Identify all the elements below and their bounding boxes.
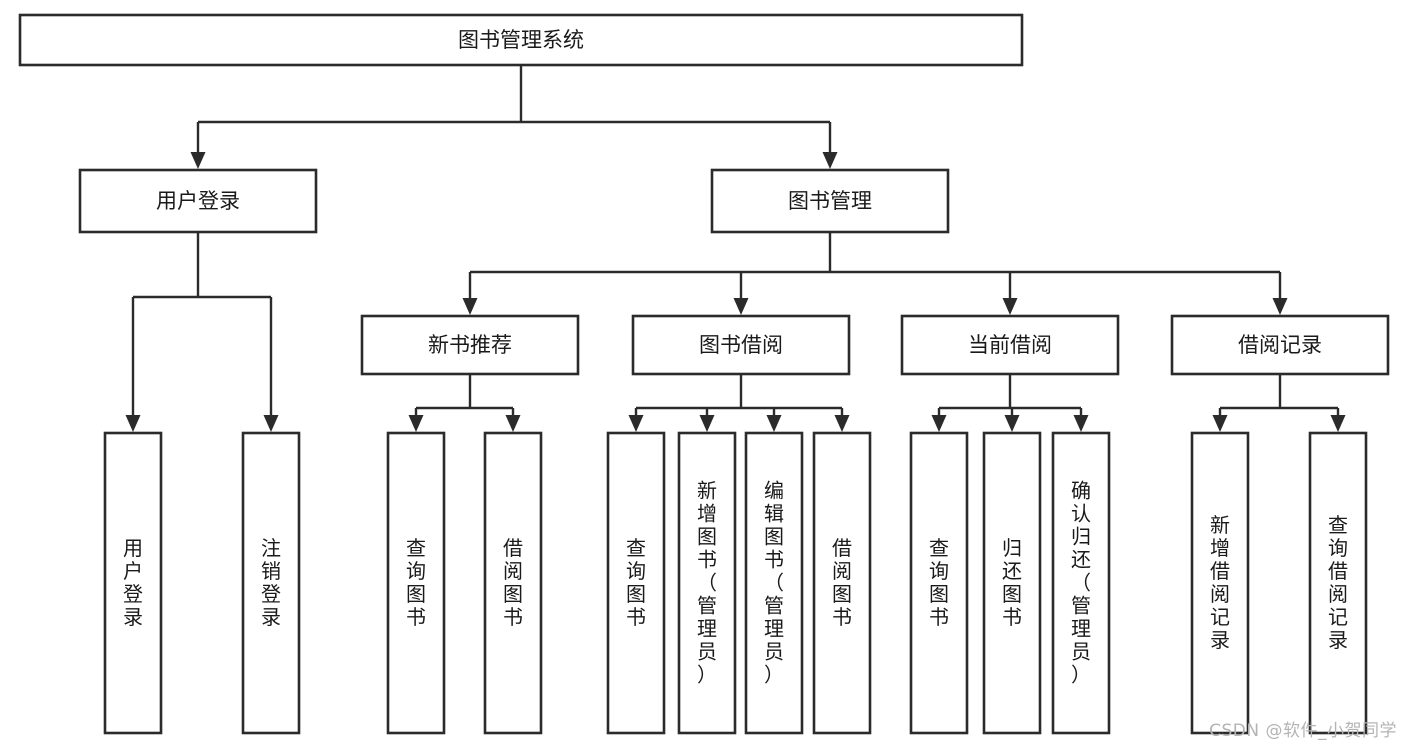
node-rect: [677, 431, 737, 735]
arrow-head-icon: [699, 415, 715, 432]
node-box-leaf-5[interactable]: 新增图书（管理员）: [677, 431, 737, 735]
node-rect: [241, 431, 301, 735]
node-box-leaf-3[interactable]: 借阅图书: [483, 431, 543, 735]
node-label-vertical: 借阅图书: [832, 536, 852, 629]
node-label: 当前借阅: [968, 333, 1052, 357]
node-label: 图书管理系统: [458, 28, 584, 52]
connector-layer: [125, 65, 1346, 432]
node-label: 新书推荐: [428, 333, 512, 357]
node-label-vertical: 查询图书: [406, 536, 426, 629]
arrow-head-icon: [462, 298, 478, 315]
node-rect: [900, 314, 1120, 376]
arrow-head-icon: [628, 415, 644, 432]
node-rect: [483, 431, 543, 735]
node-rect: [78, 168, 318, 234]
node-box-leaf-6[interactable]: 编辑图书（管理员）: [744, 431, 804, 735]
arrow-head-icon: [1212, 415, 1228, 432]
node-rect: [386, 431, 446, 735]
node-box-leaf-11[interactable]: 新增借阅记录: [1190, 431, 1250, 735]
node-rect: [360, 314, 580, 376]
node-label: 图书管理: [788, 189, 872, 213]
node-label-vertical: 确认归还（管理员）: [1071, 478, 1091, 686]
node-rect: [1170, 314, 1390, 376]
node-label: 图书借阅: [699, 333, 783, 357]
node-label: 借阅记录: [1238, 333, 1322, 357]
arrow-head-icon: [1004, 415, 1020, 432]
node-box-leaf-10[interactable]: 确认归还（管理员）: [1051, 431, 1111, 735]
node-box-leaf-8[interactable]: 查询图书: [909, 431, 969, 735]
node-box-l3-2[interactable]: 当前借阅: [900, 314, 1120, 376]
node-label: 用户登录: [156, 189, 240, 213]
arrow-head-icon: [1330, 415, 1346, 432]
arrow-head-icon: [1002, 298, 1018, 315]
node-rect: [631, 314, 851, 376]
node-box-l2-1[interactable]: 图书管理: [710, 168, 950, 234]
arrow-head-icon: [766, 415, 782, 432]
node-rect: [1190, 431, 1250, 735]
node-box-leaf-4[interactable]: 查询图书: [606, 431, 666, 735]
node-box-leaf-7[interactable]: 借阅图书: [812, 431, 872, 735]
arrow-head-icon: [125, 415, 141, 432]
node-rect: [909, 431, 969, 735]
node-rect: [812, 431, 872, 735]
node-box-leaf-1[interactable]: 注销登录: [241, 431, 301, 735]
node-layer: 图书管理系统用户登录图书管理新书推荐图书借阅当前借阅借阅记录用户登录注销登录查询…: [18, 13, 1390, 735]
node-label-vertical: 查询图书: [929, 536, 949, 629]
node-rect: [18, 13, 1024, 67]
node-box-l2-0[interactable]: 用户登录: [78, 168, 318, 234]
node-rect: [1308, 431, 1368, 735]
node-label-vertical: 新增图书（管理员）: [697, 478, 717, 686]
arrow-head-icon: [931, 415, 947, 432]
arrow-head-icon: [1272, 298, 1288, 315]
node-box-leaf-12[interactable]: 查询借阅记录: [1308, 431, 1368, 735]
node-box-l3-1[interactable]: 图书借阅: [631, 314, 851, 376]
arrow-head-icon: [1073, 415, 1089, 432]
arrow-head-icon: [190, 152, 206, 169]
node-label-vertical: 用户登录: [123, 536, 143, 629]
node-box-leaf-2[interactable]: 查询图书: [386, 431, 446, 735]
node-rect: [606, 431, 666, 735]
node-box-root-0[interactable]: 图书管理系统: [18, 13, 1024, 67]
node-box-l3-0[interactable]: 新书推荐: [360, 314, 580, 376]
node-label-vertical: 注销登录: [261, 536, 281, 629]
node-box-leaf-0[interactable]: 用户登录: [103, 431, 163, 735]
node-label-vertical: 借阅图书: [503, 536, 523, 629]
node-label-vertical: 归还图书: [1002, 536, 1022, 629]
arrow-head-icon: [408, 415, 424, 432]
arrow-head-icon: [733, 298, 749, 315]
node-rect: [103, 431, 163, 735]
node-rect: [982, 431, 1042, 735]
node-rect: [1051, 431, 1111, 735]
node-box-leaf-9[interactable]: 归还图书: [982, 431, 1042, 735]
arrow-head-icon: [834, 415, 850, 432]
arrow-head-icon: [505, 415, 521, 432]
node-label-vertical: 查询借阅记录: [1328, 513, 1348, 652]
node-box-l3-3[interactable]: 借阅记录: [1170, 314, 1390, 376]
arrow-head-icon: [263, 415, 279, 432]
node-label-vertical: 编辑图书（管理员）: [764, 478, 784, 686]
node-rect: [744, 431, 804, 735]
node-label-vertical: 查询图书: [626, 536, 646, 629]
arrow-head-icon: [822, 152, 838, 169]
node-rect: [710, 168, 950, 234]
node-label-vertical: 新增借阅记录: [1210, 513, 1230, 652]
